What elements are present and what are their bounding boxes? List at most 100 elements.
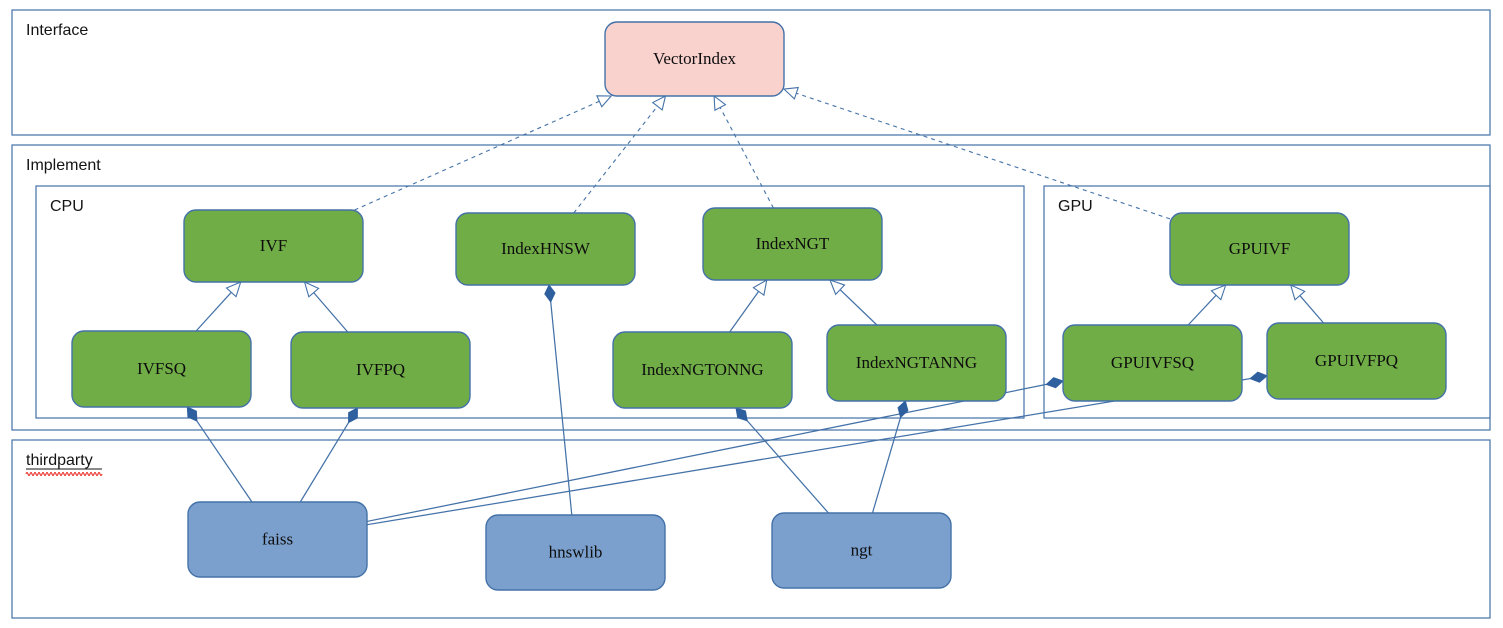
group-label: Interface: [26, 22, 88, 39]
edge-line: [366, 377, 1251, 526]
edge-line: [299, 422, 350, 503]
edge-line: [550, 301, 573, 516]
node-label: IndexNGT: [756, 234, 830, 253]
spellcheck-squiggle: [25, 471, 103, 477]
node-box[interactable]: [826, 324, 1007, 402]
node-ngt[interactable]: ngt: [771, 512, 952, 589]
edge-line: [1187, 294, 1217, 326]
node-label: ngt: [851, 540, 873, 559]
generalization-arrowhead: [596, 95, 613, 108]
node-label: faiss: [262, 529, 293, 548]
node-box[interactable]: [187, 501, 368, 578]
node-label: IndexHNSW: [501, 239, 591, 258]
node-label: IVF: [260, 236, 287, 255]
generalization-arrowhead: [225, 281, 242, 298]
edge-line: [746, 420, 829, 514]
edge-line: [313, 292, 349, 333]
edge-line: [366, 383, 1047, 523]
node-indexhnsw[interactable]: IndexHNSW: [455, 212, 636, 286]
node-box[interactable]: [71, 330, 252, 408]
node-box[interactable]: [183, 209, 364, 283]
node-vectorindex[interactable]: VectorIndex: [604, 21, 785, 97]
composition-diamond: [735, 407, 748, 422]
node-label: hnswlib: [549, 542, 603, 561]
node-indexngtonng[interactable]: IndexNGTONNG: [612, 331, 793, 409]
generalization-arrowhead: [782, 86, 800, 100]
node-label: GPUIVFSQ: [1111, 353, 1194, 372]
edge-faiss-to-gpuivfsq: [366, 377, 1064, 523]
edge-faiss-to-ivfsq: [186, 406, 253, 503]
generalization-arrowhead: [1289, 284, 1306, 301]
edge-line: [196, 420, 253, 503]
composition-diamond: [1045, 377, 1064, 389]
node-label: IVFPQ: [356, 360, 405, 379]
node-box[interactable]: [485, 514, 666, 591]
edge-ivfpq-to-ivf: [303, 281, 349, 333]
edge-indexngt-to-vectorindex: [713, 94, 774, 209]
generalization-arrowhead: [713, 94, 727, 112]
node-label: IVFSQ: [137, 359, 186, 378]
edge-ivfsq-to-ivf: [195, 281, 242, 332]
node-indexngtanng[interactable]: IndexNGTANNG: [826, 324, 1007, 402]
node-box[interactable]: [702, 207, 883, 281]
relationship-edges: [186, 86, 1325, 526]
node-ivf[interactable]: IVF: [183, 209, 364, 283]
edge-indexhnsw-to-vectorindex: [573, 94, 667, 214]
generalization-arrowhead: [651, 94, 667, 111]
node-box[interactable]: [1266, 322, 1447, 400]
node-faiss[interactable]: faiss: [187, 501, 368, 578]
group-label: CPU: [50, 198, 84, 215]
composition-diamond: [348, 407, 358, 424]
node-gpuivf[interactable]: GPUIVF: [1169, 212, 1350, 286]
edge-ngt-to-indexngtonng: [735, 407, 829, 514]
node-box[interactable]: [290, 331, 471, 409]
edge-hnswlib-to-indexhnsw: [544, 284, 573, 516]
generalization-arrowhead: [829, 279, 846, 296]
node-gpuivfsq[interactable]: GPUIVFSQ: [1062, 324, 1243, 402]
node-ivfsq[interactable]: IVFSQ: [71, 330, 252, 408]
group-label: thirdparty: [26, 452, 93, 469]
generalization-arrowhead: [303, 281, 320, 298]
edge-ngt-to-indexngtanng: [871, 400, 909, 514]
node-hnswlib[interactable]: hnswlib: [485, 514, 666, 591]
edge-indexngtanng-to-indexngt: [829, 279, 878, 326]
composition-diamond: [1249, 371, 1268, 383]
edge-indexngtonng-to-indexngt: [729, 278, 768, 333]
edge-line: [729, 291, 760, 333]
edge-line: [573, 105, 658, 214]
edge-faiss-to-gpuivfpq: [366, 371, 1268, 526]
node-label: GPUIVF: [1229, 239, 1290, 258]
node-label: VectorIndex: [653, 49, 737, 68]
node-ivfpq[interactable]: IVFPQ: [290, 331, 471, 409]
edge-line: [796, 92, 1171, 220]
node-box[interactable]: [1169, 212, 1350, 286]
edge-line: [195, 291, 232, 332]
node-indexngt[interactable]: IndexNGT: [702, 207, 883, 281]
edge-line: [719, 107, 774, 209]
edge-faiss-to-ivfpq: [299, 407, 358, 503]
edge-line: [871, 417, 902, 514]
edge-gpuivfsq-to-gpuivf: [1187, 284, 1227, 326]
composition-diamond: [186, 406, 198, 422]
node-box[interactable]: [1062, 324, 1243, 402]
composition-diamond: [544, 284, 556, 303]
composition-diamond: [897, 400, 909, 419]
node-box[interactable]: [612, 331, 793, 409]
generalization-arrowhead: [752, 278, 768, 297]
group-label: Implement: [26, 157, 101, 174]
generalization-arrowhead: [1210, 284, 1227, 301]
node-box[interactable]: [455, 212, 636, 286]
node-box[interactable]: [604, 21, 785, 97]
edge-line: [1299, 295, 1325, 324]
node-gpuivfpq[interactable]: GPUIVFPQ: [1266, 322, 1447, 400]
group-label: GPU: [1058, 198, 1093, 215]
node-box[interactable]: [771, 512, 952, 589]
node-label: IndexNGTANNG: [856, 353, 977, 372]
node-label: GPUIVFPQ: [1315, 351, 1398, 370]
edge-gpuivfpq-to-gpuivf: [1289, 284, 1325, 324]
edge-line: [839, 289, 878, 326]
edge-ivf-to-vectorindex: [354, 95, 613, 211]
